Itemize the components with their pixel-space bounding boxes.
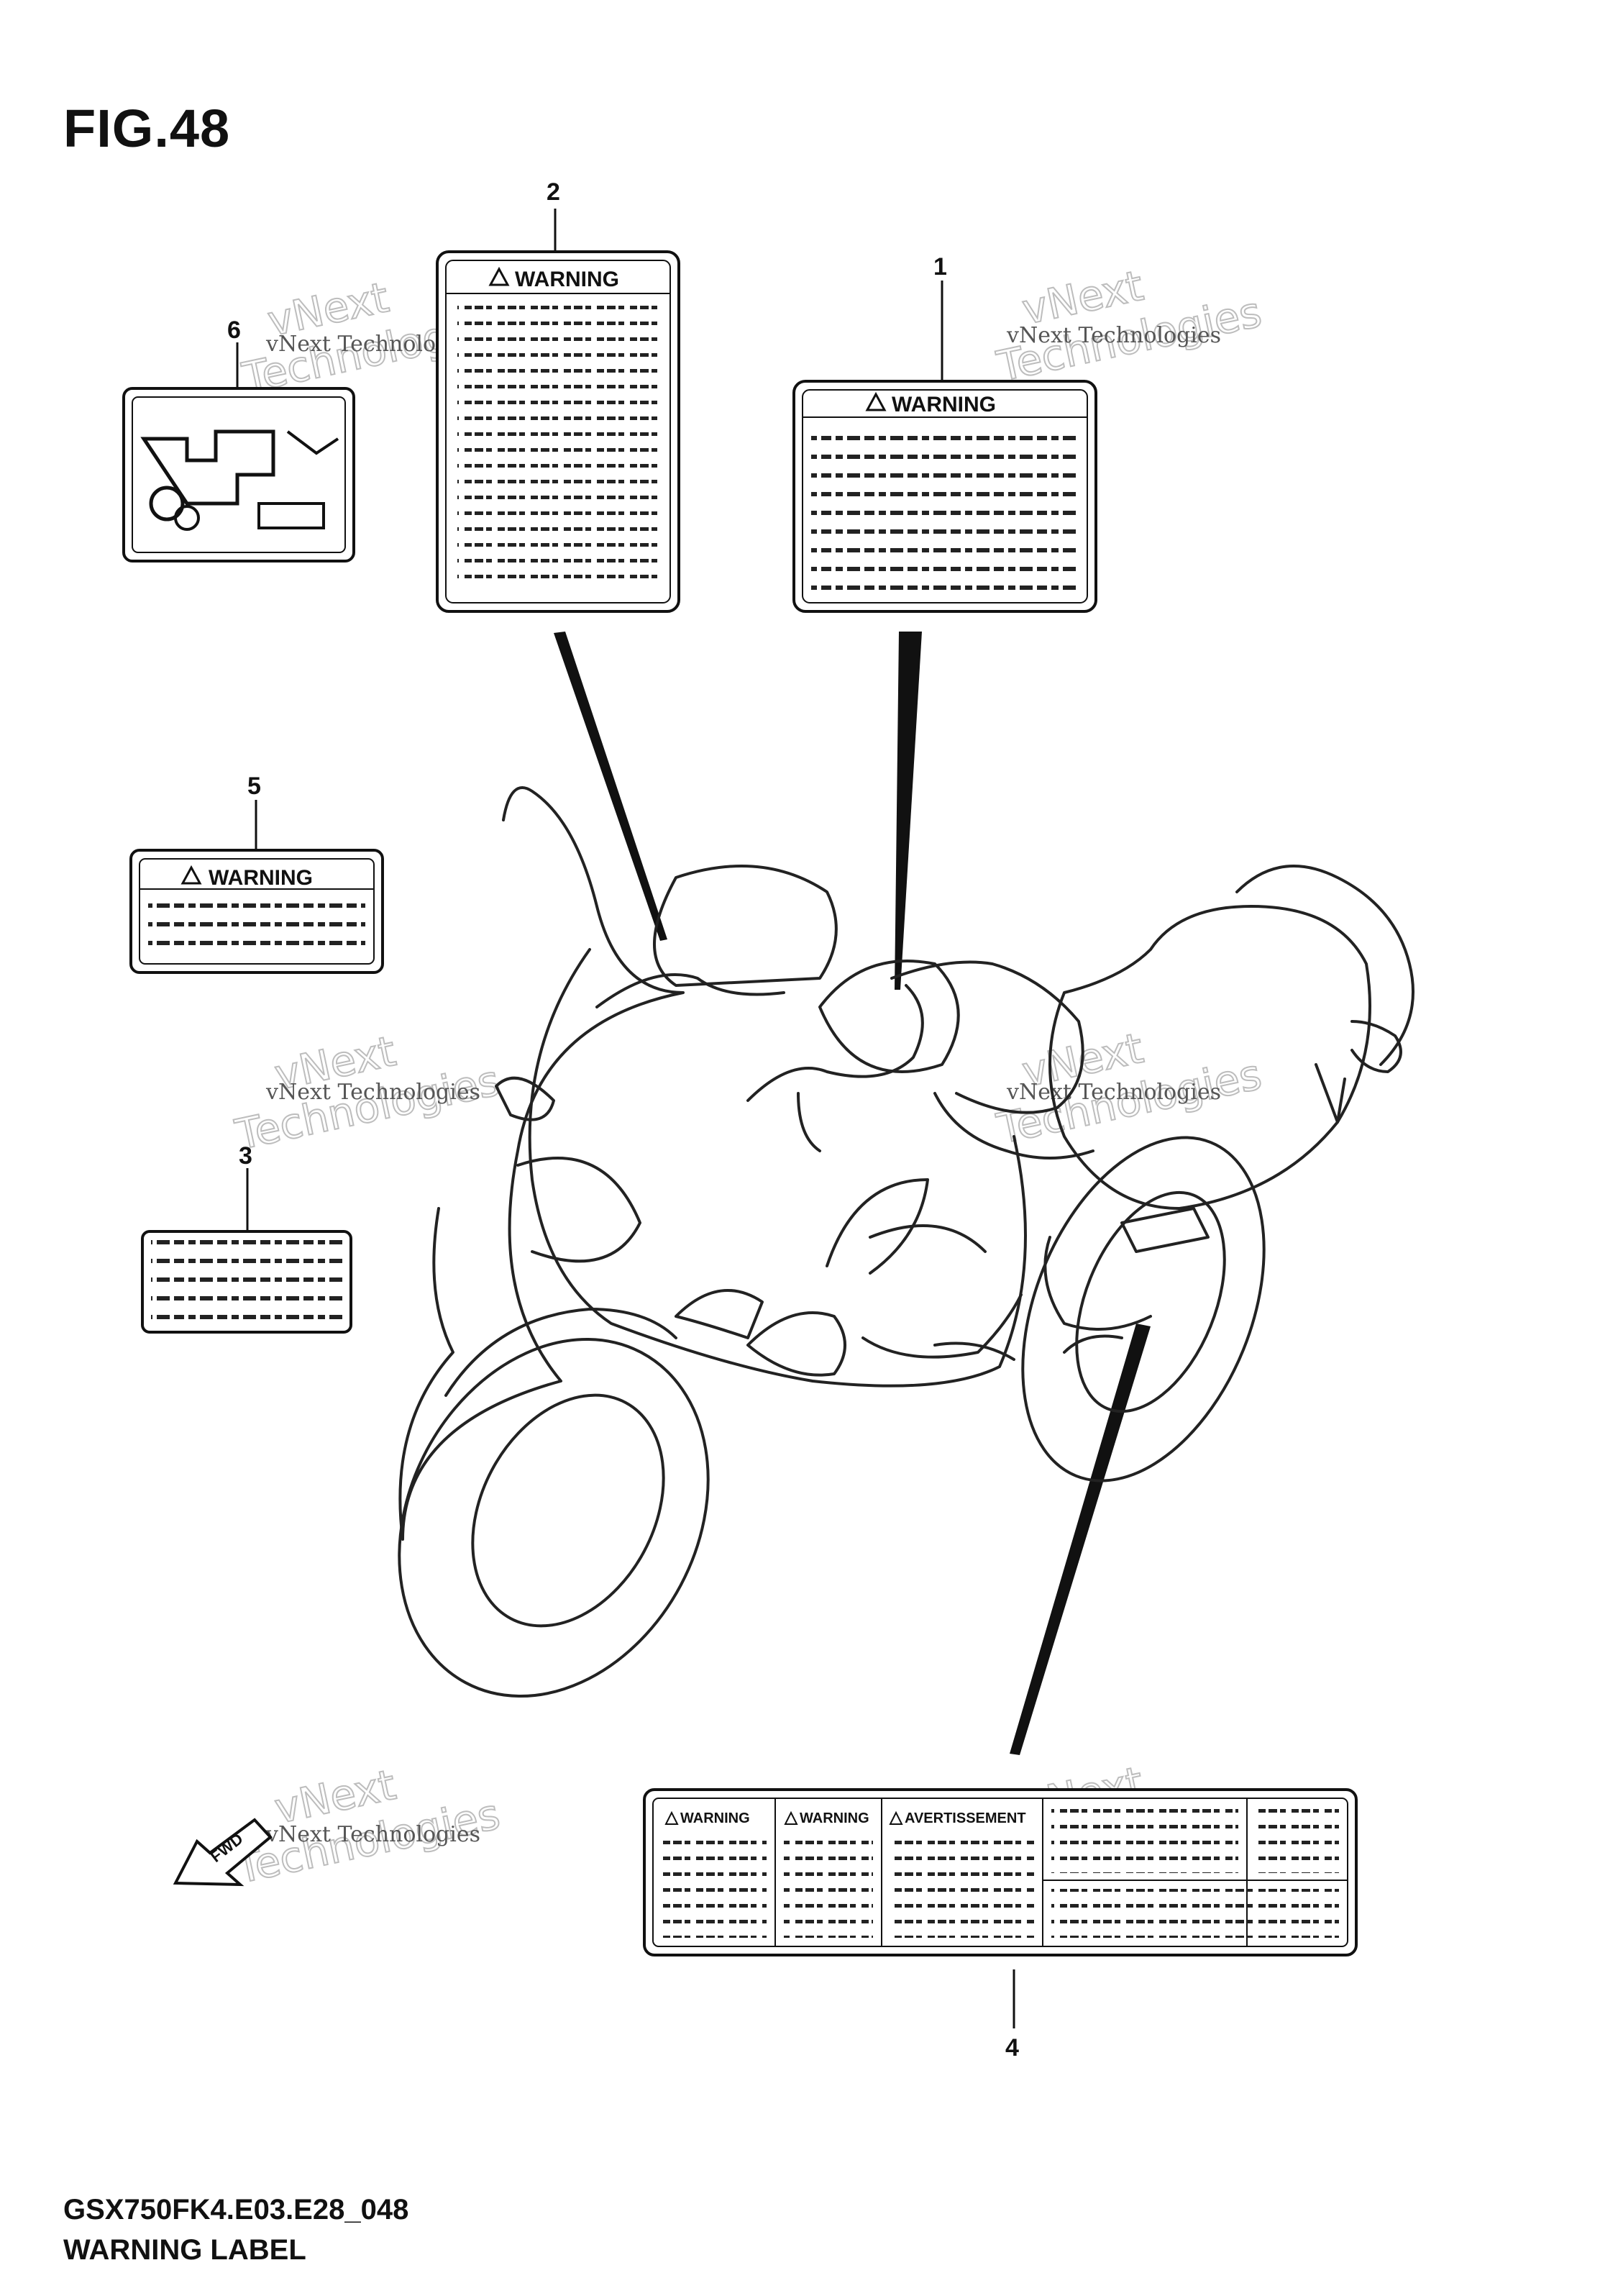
motorcycle-drawing xyxy=(398,786,1414,1698)
callout-6: 6 xyxy=(227,316,241,344)
warning-triangle-icon xyxy=(664,1810,679,1825)
label-6-diagram: 6 xyxy=(122,316,355,562)
warning-triangle-icon xyxy=(889,1810,903,1825)
warning-triangle-icon xyxy=(784,1810,798,1825)
watermark-small: vNext Technologies xyxy=(265,1080,480,1105)
warning-triangle-icon xyxy=(488,266,510,286)
leader-label-2 xyxy=(554,632,667,941)
leader-label-1 xyxy=(895,632,922,990)
figure-name: WARNING LABEL xyxy=(63,2234,306,2266)
callout-3: 3 xyxy=(239,1142,252,1170)
label-4-heading-1: WARNING xyxy=(680,1810,750,1826)
watermark-small: vNext Technologies xyxy=(1006,323,1221,348)
label-5-heading: WARNING xyxy=(209,866,313,890)
warning-triangle-icon xyxy=(865,391,887,411)
label-4-heading-2: WARNING xyxy=(800,1810,869,1826)
figure-code: GSX750FK4.E03.E28_048 xyxy=(63,2194,409,2226)
label-3: 3 xyxy=(141,1142,352,1334)
watermark-small: vNext Technologies xyxy=(1006,1080,1221,1105)
callout-1: 1 xyxy=(933,253,947,281)
callout-2: 2 xyxy=(547,178,560,206)
label-1-warning: 1 WARNING xyxy=(792,253,1097,613)
label-4-multipanel: WARNING WARNING AVERTISSEMENT 4 xyxy=(643,1788,1358,2062)
watermark-small: vNext Technologies xyxy=(265,1822,480,1847)
callout-4: 4 xyxy=(1005,2034,1019,2062)
forward-arrow-icon: FWD xyxy=(173,1818,273,1887)
label-2-warning: 2 WARNING xyxy=(436,178,680,613)
label-5-warning: 5 WARNING xyxy=(129,773,384,974)
figure-title: FIG.48 xyxy=(63,99,231,158)
callout-5: 5 xyxy=(247,773,261,800)
label-1-heading: WARNING xyxy=(892,393,996,416)
label-4-heading-3: AVERTISSEMENT xyxy=(905,1810,1026,1826)
leader-label-4 xyxy=(1010,1324,1151,1755)
watermark-group: vNext Technologies vNext Technologies vN… xyxy=(230,260,1266,1894)
label-2-heading: WARNING xyxy=(515,268,619,291)
warning-triangle-icon xyxy=(180,865,202,885)
